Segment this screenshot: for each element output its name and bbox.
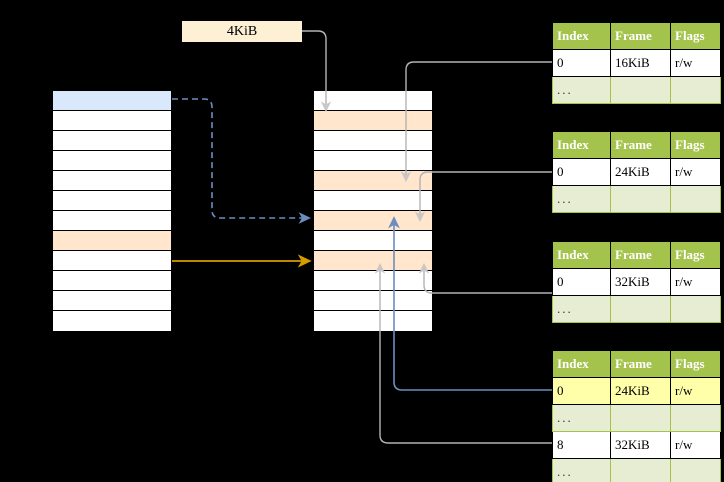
virtual-address-space-column bbox=[52, 90, 172, 331]
cell-index: 0 bbox=[552, 268, 611, 296]
cell-frame: 24KiB bbox=[610, 377, 671, 405]
cell-index: ... bbox=[552, 76, 611, 104]
cell-flags: r/w bbox=[670, 268, 721, 296]
table-row: ... bbox=[552, 295, 721, 323]
column-header-frame: Frame bbox=[610, 131, 671, 159]
virtual-page-row-11 bbox=[53, 311, 171, 331]
cell-index: 0 bbox=[552, 158, 611, 186]
column-header-index: Index bbox=[552, 131, 611, 159]
cell-flags bbox=[670, 76, 721, 104]
physical-frame-row-10 bbox=[314, 291, 432, 311]
cell-flags bbox=[670, 458, 721, 482]
cell-index: ... bbox=[552, 185, 611, 213]
cell-index: ... bbox=[552, 404, 611, 432]
wire-table2-to-memory bbox=[414, 171, 552, 223]
cell-flags bbox=[670, 295, 721, 323]
cell-frame: 32KiB bbox=[610, 268, 671, 296]
physical-frame-row-4 bbox=[314, 171, 432, 191]
virtual-page-row-9 bbox=[53, 271, 171, 291]
cell-frame bbox=[610, 458, 671, 482]
physical-frame-row-6 bbox=[314, 211, 432, 231]
table-row: ... bbox=[552, 404, 721, 432]
physical-frame-row-8 bbox=[314, 251, 432, 271]
physical-frame-row-3 bbox=[314, 151, 432, 171]
cell-flags bbox=[670, 404, 721, 432]
virtual-page-row-2 bbox=[53, 131, 171, 151]
wire-virtual-blue-to-physical bbox=[172, 98, 311, 224]
cell-frame: 16KiB bbox=[610, 49, 671, 77]
virtual-page-row-4 bbox=[53, 171, 171, 191]
physical-frame-row-9 bbox=[314, 271, 432, 291]
cell-flags: r/w bbox=[670, 49, 721, 77]
cell-frame bbox=[610, 76, 671, 104]
column-header-frame: Frame bbox=[610, 350, 671, 378]
column-header-index: Index bbox=[552, 350, 611, 378]
cell-index: ... bbox=[552, 458, 611, 482]
column-header-flags: Flags bbox=[670, 350, 721, 378]
physical-memory-column bbox=[313, 90, 433, 331]
wire-table3-to-memory bbox=[418, 262, 552, 294]
virtual-page-row-3 bbox=[53, 151, 171, 171]
cell-frame bbox=[610, 295, 671, 323]
table-row: ... bbox=[552, 185, 721, 213]
table-row: ... bbox=[552, 76, 721, 104]
cell-index: ... bbox=[552, 295, 611, 323]
virtual-page-row-7 bbox=[53, 231, 171, 251]
virtual-page-row-1 bbox=[53, 111, 171, 131]
page-size-label: 4KiB bbox=[182, 21, 302, 42]
column-header-flags: Flags bbox=[670, 241, 721, 269]
virtual-page-row-5 bbox=[53, 191, 171, 211]
cell-index: 0 bbox=[552, 377, 611, 405]
cell-index: 0 bbox=[552, 49, 611, 77]
physical-frame-row-11 bbox=[314, 311, 432, 331]
virtual-page-row-0 bbox=[53, 91, 171, 111]
cell-frame bbox=[610, 404, 671, 432]
physical-frame-row-0 bbox=[314, 91, 432, 111]
table-row: ... bbox=[552, 458, 721, 482]
cell-frame: 24KiB bbox=[610, 158, 671, 186]
column-header-frame: Frame bbox=[610, 22, 671, 50]
column-header-index: Index bbox=[552, 22, 611, 50]
column-header-flags: Flags bbox=[670, 22, 721, 50]
physical-frame-row-7 bbox=[314, 231, 432, 251]
physical-frame-row-1 bbox=[314, 111, 432, 131]
cell-frame: 32KiB bbox=[610, 431, 671, 459]
physical-frame-row-5 bbox=[314, 191, 432, 211]
virtual-page-row-8 bbox=[53, 251, 171, 271]
cell-frame bbox=[610, 185, 671, 213]
cell-flags: r/w bbox=[670, 377, 721, 405]
physical-frame-row-2 bbox=[314, 131, 432, 151]
virtual-page-row-6 bbox=[53, 211, 171, 231]
cell-index: 8 bbox=[552, 431, 611, 459]
column-header-frame: Frame bbox=[610, 241, 671, 269]
cell-flags bbox=[670, 185, 721, 213]
cell-flags: r/w bbox=[670, 431, 721, 459]
cell-flags: r/w bbox=[670, 158, 721, 186]
virtual-page-row-10 bbox=[53, 291, 171, 311]
column-header-index: Index bbox=[552, 241, 611, 269]
column-header-flags: Flags bbox=[670, 131, 721, 159]
